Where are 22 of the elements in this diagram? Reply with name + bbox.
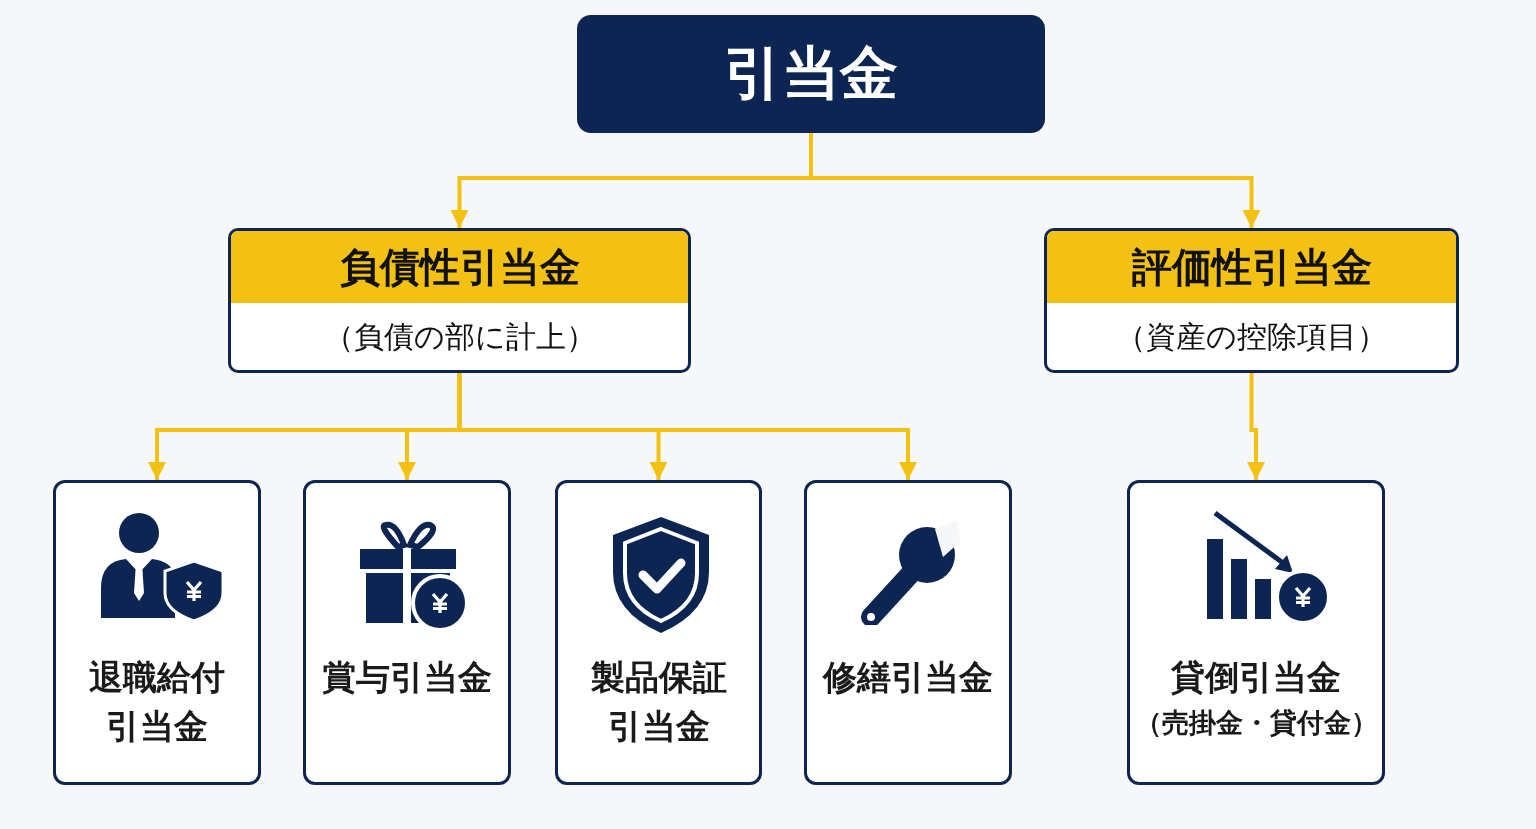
item-card <box>1127 480 1385 785</box>
category-box <box>228 228 691 373</box>
item-card <box>555 480 762 785</box>
item-label: 退職給付引当金 <box>88 656 226 749</box>
connector-arrow <box>809 133 1261 228</box>
item-card <box>804 480 1012 785</box>
item-label: 賞与引当金 <box>321 656 493 699</box>
category-note: （資産の控除項目） <box>1115 318 1388 356</box>
category-header: 評価性引当金 <box>1047 231 1456 303</box>
item-label: 貸倒引当金 <box>1170 656 1342 699</box>
item-card <box>303 480 511 785</box>
title-box <box>577 15 1045 133</box>
item-label: 修繕引当金 <box>821 656 994 699</box>
title-text: 引当金 <box>724 38 898 109</box>
connector-arrow <box>1247 373 1265 480</box>
category-header: 負債性引当金 <box>231 231 688 303</box>
category-note: （負債の部に計上） <box>322 318 597 356</box>
connector-arrow <box>457 373 917 480</box>
item-label: 製品保証引当金 <box>589 656 728 749</box>
category-box <box>1044 228 1459 373</box>
item-card <box>53 480 261 785</box>
item-note: （売掛金・貸付金） <box>1133 706 1379 740</box>
